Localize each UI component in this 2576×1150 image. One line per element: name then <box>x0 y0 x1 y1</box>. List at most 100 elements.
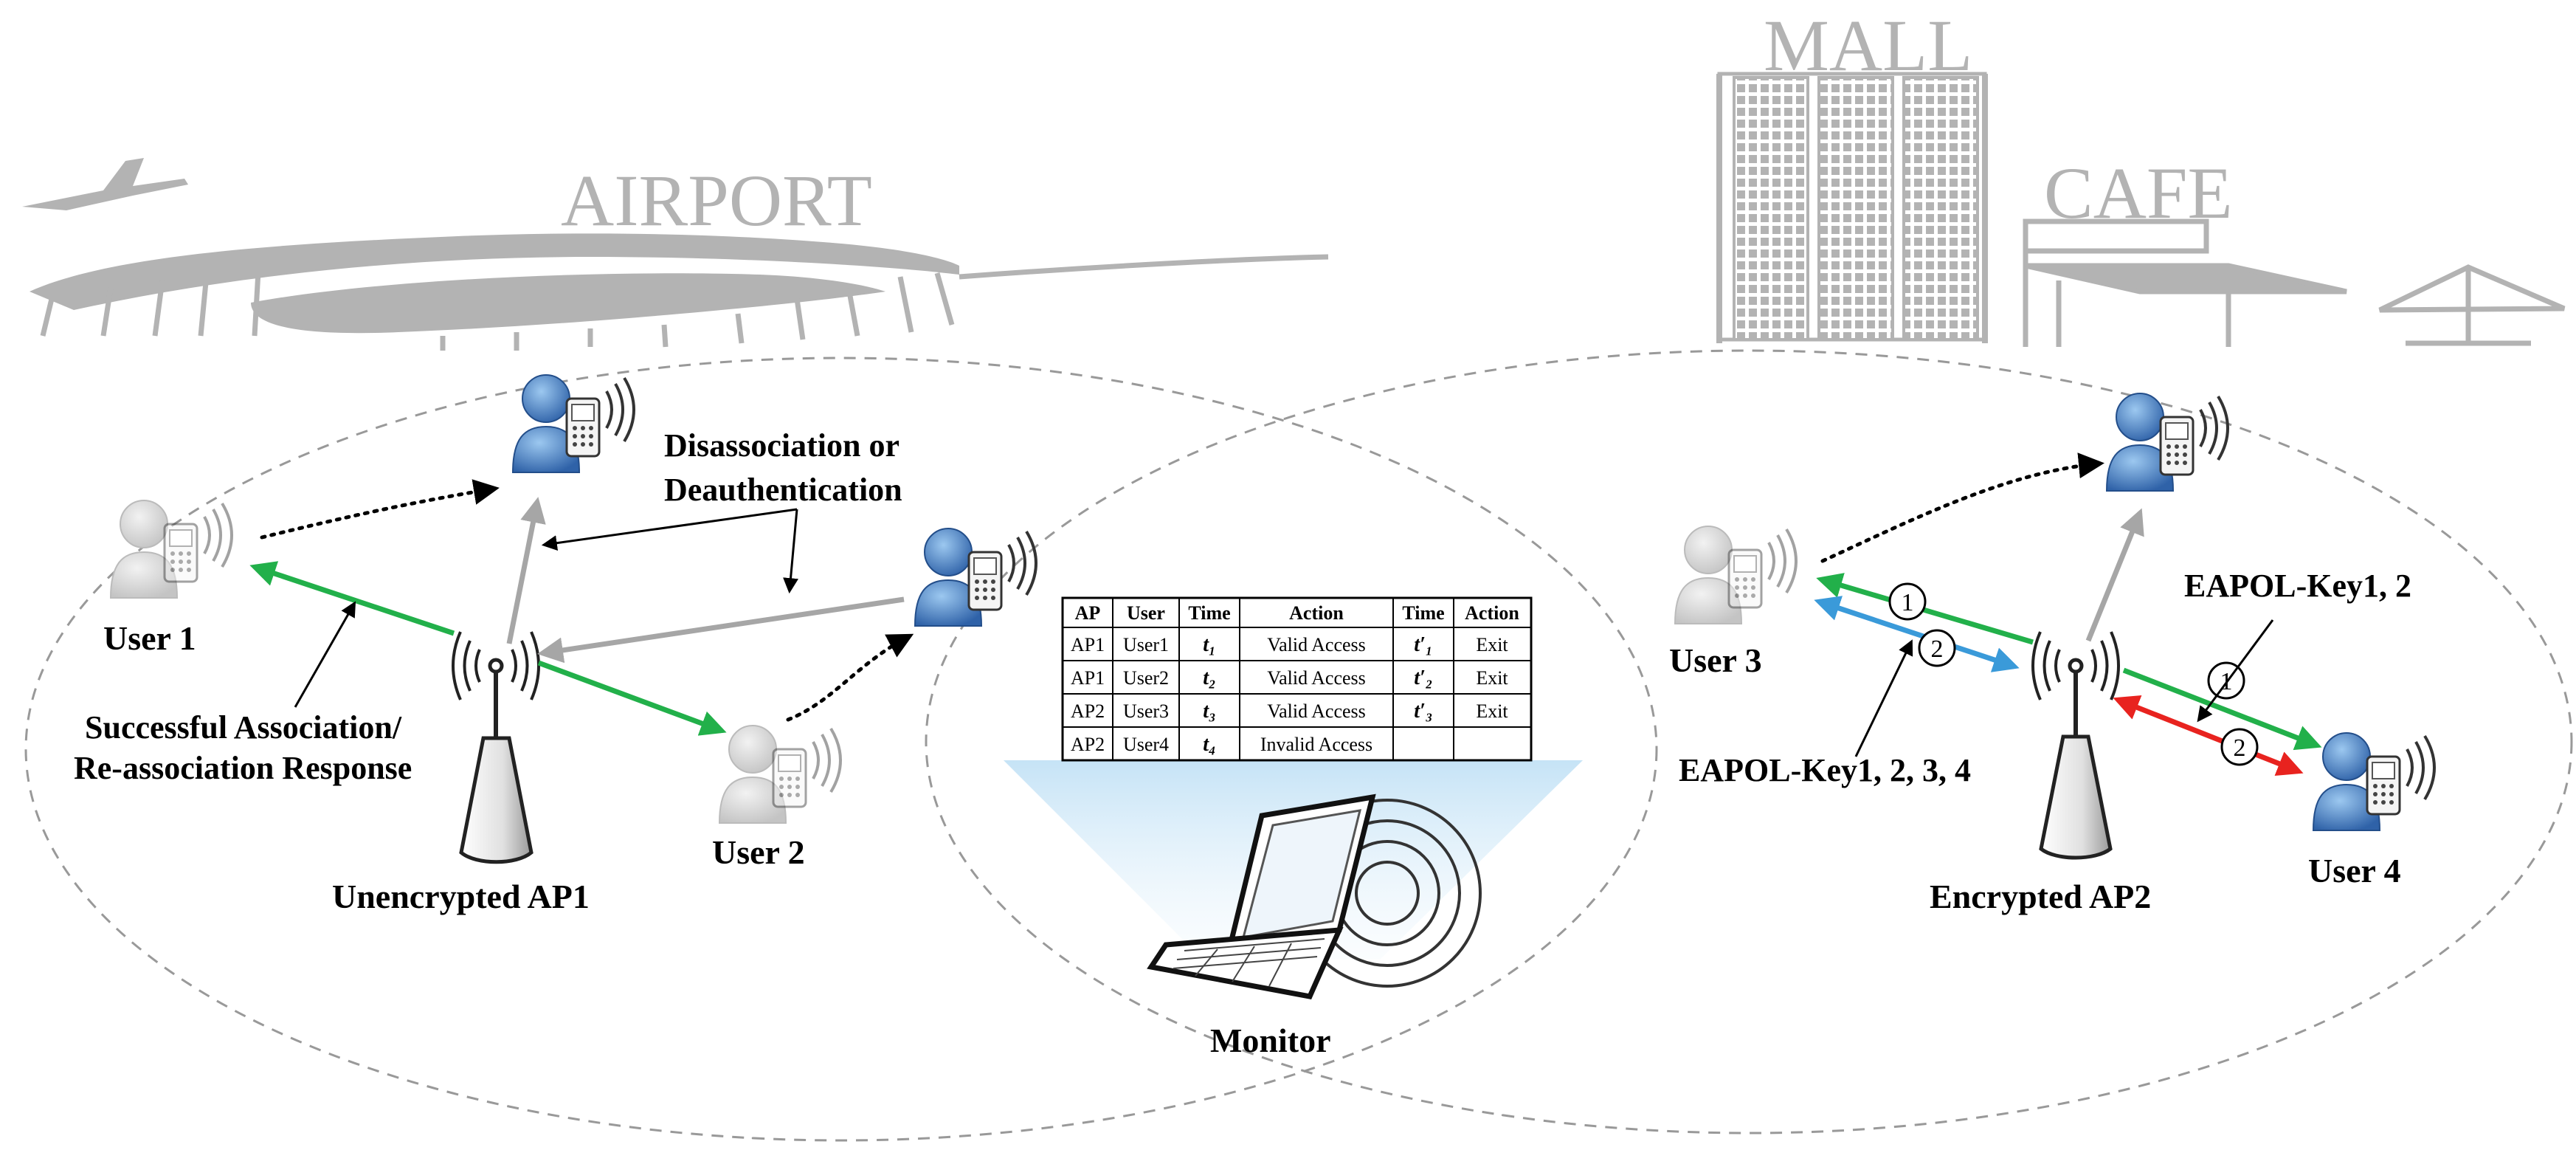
table-cell: t₂ <box>1203 667 1216 689</box>
mall-building-icon <box>1716 72 1988 343</box>
table-cell: Invalid Access <box>1260 734 1372 755</box>
table-cell: User4 <box>1123 734 1169 755</box>
eapol-full-label: EAPOL-Key1, 2, 3, 4 <box>1679 752 1971 788</box>
ap1-link-arrows <box>249 497 905 736</box>
svg-text:2: 2 <box>2234 734 2246 762</box>
table-cell: Exit <box>1476 634 1508 655</box>
eapol-partial-pointer <box>2197 619 2274 723</box>
access-point-ap2: Encrypted AP2 <box>1930 631 2151 915</box>
background-art: AIRPORT MALL CAFE <box>22 4 2566 351</box>
table-cell: t′₃ <box>1414 700 1432 723</box>
umbrella-icon <box>2378 264 2566 346</box>
user-4 <box>2312 732 2436 831</box>
cafe-label: CAFE <box>2044 152 2233 234</box>
ap2-link-arrows <box>1814 508 2322 776</box>
table-cell: Valid Access <box>1267 700 1366 722</box>
person-icon <box>2105 393 2175 492</box>
phone-icon <box>2159 395 2229 476</box>
coverage-area-ap2 <box>925 349 2573 1134</box>
step-2-icon: 2 <box>2220 728 2259 766</box>
phone-icon <box>1727 528 1798 609</box>
eapol-full-pointer <box>1854 639 1913 757</box>
table-cell: User1 <box>1123 634 1169 655</box>
person-icon <box>718 725 787 824</box>
phone-icon <box>565 376 635 458</box>
table-cell: t′₁ <box>1414 633 1432 656</box>
table-cell: AP1 <box>1071 634 1105 655</box>
user-3 <box>1674 526 1798 624</box>
table-row: AP1 User1 t₁ Valid Access t′₁ Exit <box>1071 633 1509 656</box>
table-cell: User3 <box>1123 700 1169 722</box>
coverage-area-ap1 <box>24 357 1658 1142</box>
airport-terminal-icon <box>30 233 959 310</box>
person-icon <box>109 500 179 599</box>
table-header-cell: Time <box>1402 602 1444 624</box>
table-cell: Exit <box>1476 700 1508 722</box>
user1-label: User 1 <box>103 619 196 657</box>
ap1-to-user1-response-arrow <box>249 561 455 636</box>
disassoc-pointer <box>783 509 798 594</box>
user-3-moved <box>2105 393 2229 492</box>
success-label: Successful Association/ <box>85 709 402 746</box>
step-2-icon: 2 <box>1918 629 1956 667</box>
ap1-to-user1-moved-arrow <box>506 497 546 644</box>
user2-label: User 2 <box>712 833 805 871</box>
disassoc-label: Deauthentication <box>664 472 902 508</box>
user-1 <box>109 500 233 599</box>
ap1-label: Unencrypted AP1 <box>332 878 590 915</box>
mall-label: MALL <box>1764 4 1972 86</box>
user3-move-arrow <box>1820 452 2104 563</box>
user2-move-arrow <box>786 633 914 722</box>
success-label: Re-association Response <box>74 750 412 786</box>
person-icon <box>511 374 581 473</box>
person-icon <box>1674 526 1743 624</box>
svg-text:2: 2 <box>1931 636 1944 663</box>
monitor-label: Monitor <box>1210 1022 1331 1059</box>
table-cell: AP2 <box>1071 700 1105 722</box>
table-cell: Valid Access <box>1267 634 1366 655</box>
table-cell: t₁ <box>1203 633 1216 656</box>
ap2-to-user3-moved-arrow <box>2085 508 2144 642</box>
monitor-station: Monitor <box>1004 760 1583 1059</box>
user1-move-arrow <box>260 479 500 540</box>
table-cell: AP2 <box>1071 734 1105 755</box>
ap2-signal-icon <box>2031 631 2120 700</box>
disassoc-label: Disassociation or <box>664 427 899 464</box>
table-header-cell: AP <box>1075 602 1101 624</box>
airport-label: AIRPORT <box>561 159 872 241</box>
step-1-icon: 1 <box>1888 582 1927 621</box>
airplane-icon <box>22 158 188 210</box>
callout-lines <box>294 508 2274 757</box>
svg-text:1: 1 <box>1902 589 1914 616</box>
access-log-table: AP User Time Action Time Action AP1 User… <box>1061 596 1533 762</box>
user3-label: User 3 <box>1669 641 1762 679</box>
table-header-cell: Time <box>1188 602 1230 624</box>
table-header-cell: User <box>1127 602 1165 624</box>
ap1-to-user2-response-arrow <box>537 660 727 736</box>
table-row: AP2 User3 t₃ Valid Access t′₃ Exit <box>1071 700 1509 723</box>
table-cell: t₃ <box>1203 700 1216 723</box>
ap1-signal-icon <box>452 631 540 700</box>
table-row: AP2 User4 t₄ Invalid Access <box>1071 733 1372 756</box>
user4-ap2-msg2-arrow <box>2113 695 2304 776</box>
user-1-moved <box>511 374 635 473</box>
table-cell: t₄ <box>1203 733 1216 756</box>
ap1-to-user2-moved-arrow <box>537 596 905 664</box>
user-2 <box>718 725 842 824</box>
laptop-icon <box>1147 793 1376 999</box>
table-cell: Valid Access <box>1267 667 1366 689</box>
table-header-cell: Action <box>1289 602 1344 624</box>
user3-ap2-msg2-arrow <box>1814 596 2020 672</box>
movement-arrows <box>260 452 2104 722</box>
user-2-moved <box>914 528 1037 627</box>
step-1-icon: 1 <box>2207 661 2245 700</box>
table-cell: AP1 <box>1071 667 1105 689</box>
cafe-building-icon <box>2023 218 2347 347</box>
table-cell: Exit <box>1476 667 1508 689</box>
table-header-cell: Action <box>1465 602 1519 624</box>
phone-icon <box>163 502 233 583</box>
table-row: AP1 User2 t₂ Valid Access t′₂ Exit <box>1071 667 1509 689</box>
table-cell: t′₂ <box>1414 667 1432 689</box>
